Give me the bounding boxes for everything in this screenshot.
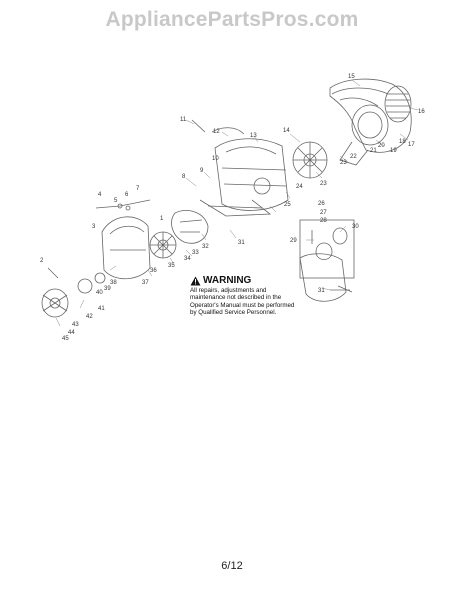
part-label: 7	[136, 186, 140, 192]
part-label: 24	[296, 184, 303, 190]
part-callouts: 11 12 13 14 15 16 17 18 19 20 21 22 23 2…	[40, 74, 425, 342]
warning-title: WARNING	[203, 275, 252, 286]
part-label: 13	[250, 133, 257, 139]
fuel-tank-inset	[299, 219, 355, 279]
part-label: 43	[72, 322, 79, 328]
part-label: 4	[98, 192, 102, 198]
warning-triangle-icon	[190, 276, 201, 285]
part-label: 30	[352, 224, 359, 230]
part-label: 10	[212, 156, 219, 162]
part-label: 23	[340, 160, 347, 166]
part-label: 39	[104, 286, 111, 292]
part-label: 14	[283, 128, 290, 134]
part-label: 20	[378, 143, 385, 149]
leader-lines	[55, 79, 419, 327]
muffler	[171, 210, 209, 244]
part-label: 36	[150, 268, 157, 274]
part-label: 6	[125, 192, 129, 198]
watermark: AppliancePartsPros.com	[105, 8, 359, 31]
part-label: 3	[92, 224, 96, 230]
throttle-rod	[191, 119, 206, 133]
part-label: 15	[348, 74, 355, 80]
starter-assembly	[41, 267, 106, 318]
part-label: 5	[114, 198, 118, 204]
part-label: 19	[390, 148, 397, 154]
part-label: 12	[213, 129, 220, 135]
part-label: 21	[370, 148, 377, 154]
part-label: 33	[192, 250, 199, 256]
engine-cover	[101, 216, 151, 280]
part-label: 31	[318, 288, 325, 294]
part-label: 28	[320, 218, 327, 224]
part-label: 26	[318, 201, 325, 207]
part-label: 23	[320, 181, 327, 187]
part-label: 25	[284, 202, 291, 208]
part-label: 38	[110, 280, 117, 286]
part-label: 40	[96, 290, 103, 296]
warning-heading: WARNING	[190, 275, 300, 286]
part-label: 11	[180, 117, 187, 123]
part-label: 41	[98, 306, 105, 312]
flywheel	[149, 231, 177, 259]
part-label: 34	[184, 256, 191, 262]
part-label: 2	[40, 258, 44, 264]
part-label: 42	[86, 314, 93, 320]
fasteners	[95, 127, 350, 291]
part-label: 18	[399, 139, 406, 145]
warning-text: All repairs, adjustments and maintenance…	[190, 287, 295, 317]
part-label: 8	[182, 174, 186, 180]
impeller	[292, 141, 328, 179]
part-label: 35	[168, 263, 175, 269]
part-label: 16	[418, 109, 425, 115]
engine-block	[199, 138, 289, 217]
part-label: 17	[408, 142, 415, 148]
part-label: 32	[202, 244, 209, 250]
warning-notice: WARNING All repairs, adjustments and mai…	[190, 275, 300, 317]
part-label: 29	[290, 238, 297, 244]
part-label: 45	[62, 336, 69, 342]
part-label: 9	[200, 168, 204, 174]
part-label: 22	[350, 154, 357, 160]
page-number: 6/12	[221, 560, 243, 572]
part-label: 27	[320, 210, 327, 216]
part-label: 1	[160, 216, 164, 222]
intake-grill	[384, 85, 412, 123]
blower-housing	[329, 78, 412, 166]
part-label: 31	[238, 240, 245, 246]
part-label: 37	[142, 280, 149, 286]
fuel-tank	[299, 253, 353, 302]
part-label: 44	[68, 330, 75, 336]
